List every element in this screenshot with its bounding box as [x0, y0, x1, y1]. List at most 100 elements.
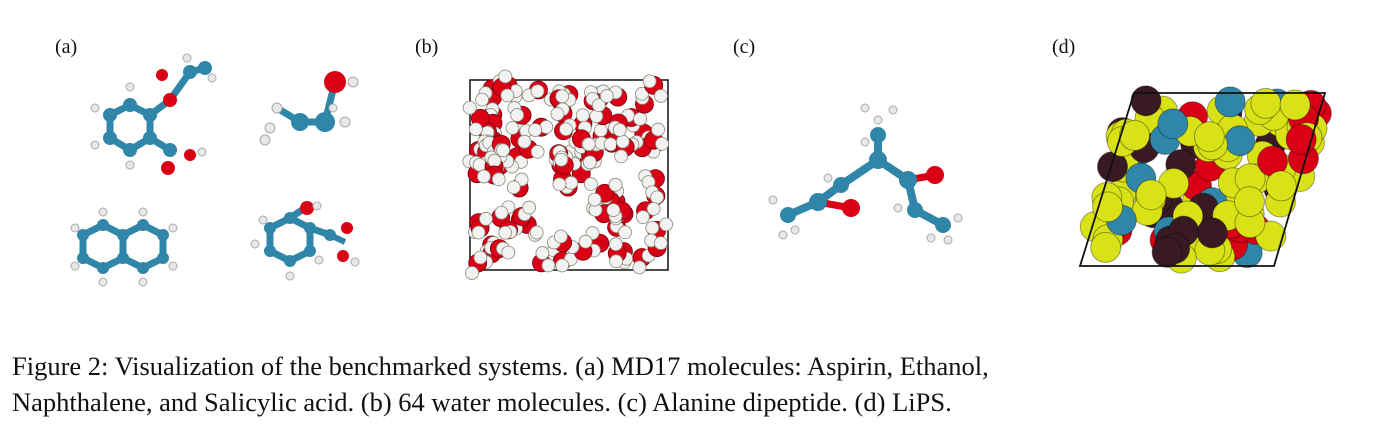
hydrogen-atom — [468, 122, 483, 137]
hydrogen-atom — [609, 254, 624, 269]
hydrogen-atom — [578, 234, 593, 249]
hydrogen-atom — [633, 112, 647, 126]
hydrogen-atom — [500, 88, 515, 103]
lips-atom — [1090, 231, 1122, 263]
panel-a-label: (a) — [55, 36, 78, 58]
hydrogen-atom — [554, 152, 569, 167]
hydrogen-atom — [530, 84, 545, 99]
hydrogen-atom — [659, 217, 674, 232]
hydrogen-atom — [530, 144, 545, 159]
alanine-dipeptide-molecule — [768, 103, 963, 245]
hydrogen-atom — [555, 89, 570, 104]
hydrogen-atom — [654, 236, 668, 251]
hydrogen-atom — [655, 137, 669, 151]
hydrogen-atom — [510, 108, 525, 122]
hydrogen-atom — [632, 260, 647, 275]
hydrogen-atom — [603, 137, 618, 152]
hydrogen-atom — [583, 177, 598, 191]
hydrogen-atom — [471, 225, 486, 240]
caption-line-2: Naphthalene, and Salicylic acid. (b) 64 … — [12, 387, 952, 417]
hydrogen-atom — [517, 134, 532, 149]
hydrogen-atom — [476, 169, 491, 184]
hydrogen-atom — [618, 225, 632, 240]
lips-atom — [1130, 85, 1162, 117]
aspirin-molecule — [90, 53, 217, 175]
lips-atom — [1233, 186, 1265, 218]
figure-caption: Figure 2: Visualization of the benchmark… — [12, 348, 1388, 420]
hydrogen-atom — [506, 180, 521, 195]
hydrogen-atom — [541, 258, 556, 273]
lips-atom — [1157, 108, 1189, 140]
hydrogen-atom — [494, 205, 509, 220]
hydrogen-atom — [646, 201, 661, 216]
hydrogen-atom — [651, 122, 665, 137]
panel-a-md17-molecules: (a) — [55, 30, 375, 320]
panel-d-lips-crystal: (d) — [1052, 30, 1352, 320]
panel-b-water-box: (b) — [415, 30, 705, 320]
hydrogen-atom — [550, 107, 565, 121]
panel-c-label: (c) — [733, 36, 756, 58]
hydrogen-atom — [535, 246, 550, 260]
md17-molecules-render — [70, 53, 360, 287]
lips-cell-outline — [1078, 92, 1327, 267]
lips-atom — [1279, 89, 1311, 121]
hydrogen-atom — [650, 190, 665, 205]
hydrogen-atom — [498, 69, 513, 84]
water-molecules-render — [462, 69, 674, 280]
ethanol-molecule — [259, 71, 359, 146]
hydrogen-atom — [609, 237, 623, 252]
hydrogen-atom — [465, 266, 479, 280]
hydrogen-atom — [636, 210, 650, 225]
hydrogen-atom — [528, 123, 543, 137]
hydrogen-atom — [472, 157, 487, 172]
alanine-dipeptide-render — [768, 103, 963, 245]
hydrogen-atom — [462, 100, 477, 115]
hydrogen-atom — [564, 175, 579, 190]
hydrogen-atom — [612, 123, 627, 137]
hydrogen-atom — [599, 89, 614, 103]
hydrogen-atom — [575, 108, 590, 123]
hydrogen-atom — [555, 258, 570, 273]
lips-atom — [1193, 121, 1225, 153]
hydrogen-atom — [505, 121, 520, 135]
lips-atom — [1265, 170, 1297, 202]
lips-atom — [1119, 119, 1151, 151]
lips-atom — [1151, 236, 1183, 268]
hydrogen-atom — [587, 192, 602, 207]
lips-atom — [1214, 86, 1246, 118]
hydrogen-atom — [553, 229, 568, 244]
hydrogen-atom — [559, 122, 573, 137]
panel-b-label: (b) — [415, 36, 439, 58]
hydrogen-atom — [496, 143, 510, 158]
lips-atom — [1092, 191, 1124, 223]
hydrogen-atom — [498, 225, 513, 240]
hydrogen-atom — [606, 203, 621, 218]
hydrogen-atom — [614, 149, 629, 164]
lips-atom — [1196, 217, 1228, 249]
hydrogen-atom — [654, 89, 668, 103]
hydrogen-atom — [615, 134, 630, 149]
lips-atom — [1224, 125, 1256, 157]
hydrogen-atom — [522, 200, 537, 215]
naphthalene-molecule — [70, 207, 178, 287]
lips-render — [1078, 85, 1332, 274]
hydrogen-atom — [501, 245, 516, 260]
salicylic-acid-molecule — [250, 201, 360, 281]
water-atoms — [462, 69, 674, 280]
hydrogen-atom — [475, 92, 489, 107]
hydrogen-atom — [642, 74, 657, 89]
panel-c-alanine-dipeptide: (c) — [733, 30, 1023, 320]
hydrogen-atom — [608, 177, 623, 192]
hydrogen-atom — [591, 98, 606, 113]
hydrogen-atom — [582, 155, 597, 170]
hydrogen-atom — [552, 177, 567, 192]
hydrogen-atom — [581, 137, 596, 152]
hydrogen-atom — [491, 172, 506, 187]
hydrogen-atom — [635, 86, 649, 101]
hydrogen-atom — [479, 212, 493, 226]
hydrogen-atom — [593, 123, 608, 138]
lips-atoms — [1079, 85, 1332, 274]
hydrogen-atom — [473, 250, 488, 265]
hydrogen-atom — [645, 220, 660, 235]
panel-d-label: (d) — [1052, 36, 1076, 58]
